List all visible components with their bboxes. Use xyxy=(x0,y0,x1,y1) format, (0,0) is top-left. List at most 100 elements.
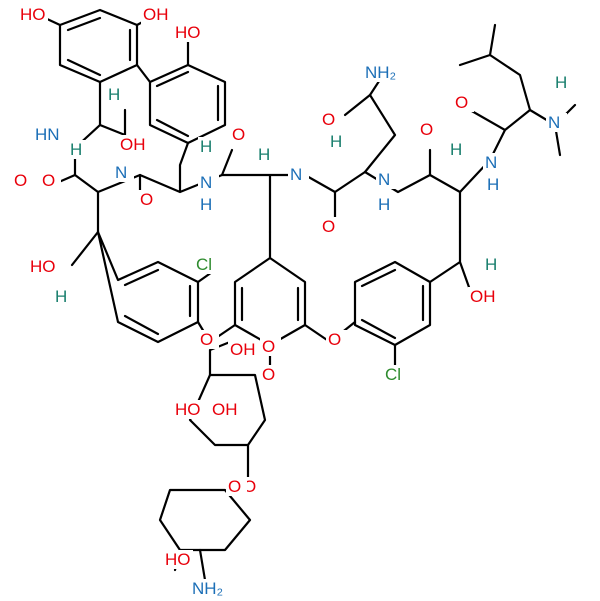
atom-label-o-amide-top: O xyxy=(322,110,335,129)
atom-label-bg-nh-c7 xyxy=(483,153,504,172)
ring-amino-sugar xyxy=(158,488,252,552)
atom-label-bg-h-nh-c4 xyxy=(198,195,219,214)
atom-label-bg-h-left-low xyxy=(53,287,74,306)
atom-label-bg-n-c2 xyxy=(113,163,134,182)
atom-label-h-c7: H xyxy=(450,140,462,159)
atom-label-bg-o-ring-amino xyxy=(226,477,247,496)
atom-label-bg-nh2-amino-sugar xyxy=(190,579,229,598)
atom-label-nh2-amino-sugar: NH₂ xyxy=(192,579,223,598)
atom-label-bg-o-ether-left xyxy=(198,330,219,349)
atom-label-h-n-c6: H xyxy=(378,195,390,214)
atom-label-n-c2: N xyxy=(115,163,127,182)
bond-glucose-ch2 xyxy=(208,340,232,377)
bond-ho-left xyxy=(70,230,100,267)
atom-label-bg-o-c1 xyxy=(40,171,61,190)
atom-label-h-right-low: H xyxy=(485,255,497,274)
atom-label-o-ring-amino: O xyxy=(228,477,241,496)
atom-label-ho-top-right: HO xyxy=(175,23,201,42)
atom-label-bg-o-ring-sugar xyxy=(260,365,281,384)
atom-label-bg-o-ether-right xyxy=(326,330,347,349)
atom-label-bg-n-dimethyl xyxy=(546,113,567,132)
atom-label-bg-o-c5 xyxy=(320,217,341,236)
ring-top-right xyxy=(148,63,227,145)
ring-right-low xyxy=(353,260,432,347)
atom-label-bg-oh-right xyxy=(468,287,498,306)
atom-label-n-dimethyl: N xyxy=(548,113,560,132)
atom-label-h-c2: H xyxy=(70,140,82,159)
ring-top-left xyxy=(58,8,139,84)
atom-label-o-c3: O xyxy=(140,190,153,209)
atom-label-bg-n-c5 xyxy=(288,165,309,184)
atom-label-bg-h-c4 xyxy=(256,145,277,164)
bond-acid xyxy=(98,108,127,137)
atom-label-h-c3: H xyxy=(200,137,212,156)
atom-label-bg-o-acid-carbonyl xyxy=(12,171,33,190)
atom-label-bg-n-c6 xyxy=(376,170,397,189)
atom-label-h-c5: H xyxy=(330,132,342,151)
atom-label-bg-cl-left xyxy=(194,255,224,274)
atom-label-nh-c7: N xyxy=(485,153,497,172)
atom-label-o-ring-sugar: O xyxy=(262,365,275,384)
atom-label-bg-ho-sugar-1 xyxy=(173,400,203,419)
atom-label-ho-sugar-1: HO xyxy=(175,400,201,419)
bond-right-side xyxy=(428,230,472,292)
atom-label-n-c5: N xyxy=(290,165,302,184)
atom-label-o-ether-left: O xyxy=(200,330,213,349)
bond-asn-carbonyl xyxy=(343,93,372,117)
bond-carbonyl-c4 xyxy=(220,148,234,177)
atom-label-bg-h-c3 xyxy=(198,137,219,156)
atom-label-bg-ho-top-right xyxy=(173,23,203,42)
atom-label-bg-oh-acid xyxy=(118,135,148,154)
atom-label-bg-oh-sugar-ch2 xyxy=(228,340,258,359)
atom-label-bg-o-glyco xyxy=(260,337,281,356)
bond-amino-sugar-nh2 xyxy=(198,548,207,582)
atom-label-bg-o-amide-top xyxy=(320,110,341,129)
atom-label-h-left-low: H xyxy=(55,287,67,306)
atom-label-o-acid-carbonyl: O xyxy=(14,171,27,190)
bond-asn-side xyxy=(363,70,397,174)
atom-label-oh-right: OH xyxy=(470,287,496,306)
atom-label-o-c6: O xyxy=(420,120,433,139)
atom-label-bg-h-leu xyxy=(553,73,574,92)
atom-label-bg-h-nh-c7 xyxy=(485,175,506,194)
atom-label-bg-h-right-low xyxy=(483,255,504,274)
backbone-upper xyxy=(73,80,462,234)
atom-label-ho-left: HO xyxy=(30,257,56,276)
atom-label-o-ether-right: O xyxy=(328,330,341,349)
ring-center xyxy=(233,230,307,347)
atom-label-bg-o-c4 xyxy=(230,125,251,144)
atom-label-bg-ho-left xyxy=(28,257,58,276)
atom-label-n-c6: N xyxy=(378,170,390,189)
atom-label-bg-h-c7 xyxy=(448,140,469,159)
atom-label-o-c4: O xyxy=(232,125,245,144)
atom-label-bg-nh-left xyxy=(33,125,63,144)
atom-label-bg-o-c3 xyxy=(138,190,159,209)
atom-label-bg-o-c6 xyxy=(418,120,439,139)
bond-biaryl xyxy=(135,63,152,84)
atom-label-nh-left: HN xyxy=(35,125,60,144)
atom-label-ho-top-left: HO xyxy=(20,5,46,24)
atom-label-bg-ho-top-left xyxy=(18,5,48,24)
atom-label-o-glyco: O xyxy=(262,337,275,356)
atom-label-bg-o-leu-carbonyl xyxy=(453,93,474,112)
atom-label-oh-sugar-ch2: OH xyxy=(230,340,256,359)
atom-label-bg-cl-right xyxy=(383,365,413,384)
atom-label-h-left-alpha: H xyxy=(108,85,120,104)
atom-label-bg-oh-top-mid xyxy=(141,5,171,24)
atom-label-oh-sugar-2: OH xyxy=(212,400,238,419)
atom-label-oh-acid: OH xyxy=(120,135,146,154)
atom-label-o-c1: O xyxy=(42,171,55,190)
atom-label-oh-top-mid: OH xyxy=(143,5,169,24)
atom-label-o-leu-carbonyl: O xyxy=(455,93,468,112)
atom-label-h-leu: H xyxy=(555,73,567,92)
atom-label-bg-nh2-amide xyxy=(363,63,402,82)
atom-label-h-c4: H xyxy=(258,145,270,164)
atom-label-bg-oh-amino-sugar xyxy=(163,550,193,569)
ring-left-low xyxy=(96,230,200,344)
atom-label-oh-amino-sugar: HO xyxy=(165,550,191,569)
atom-label-o-c5: O xyxy=(322,217,335,236)
atom-label-bg-h-left-alpha xyxy=(106,85,127,104)
